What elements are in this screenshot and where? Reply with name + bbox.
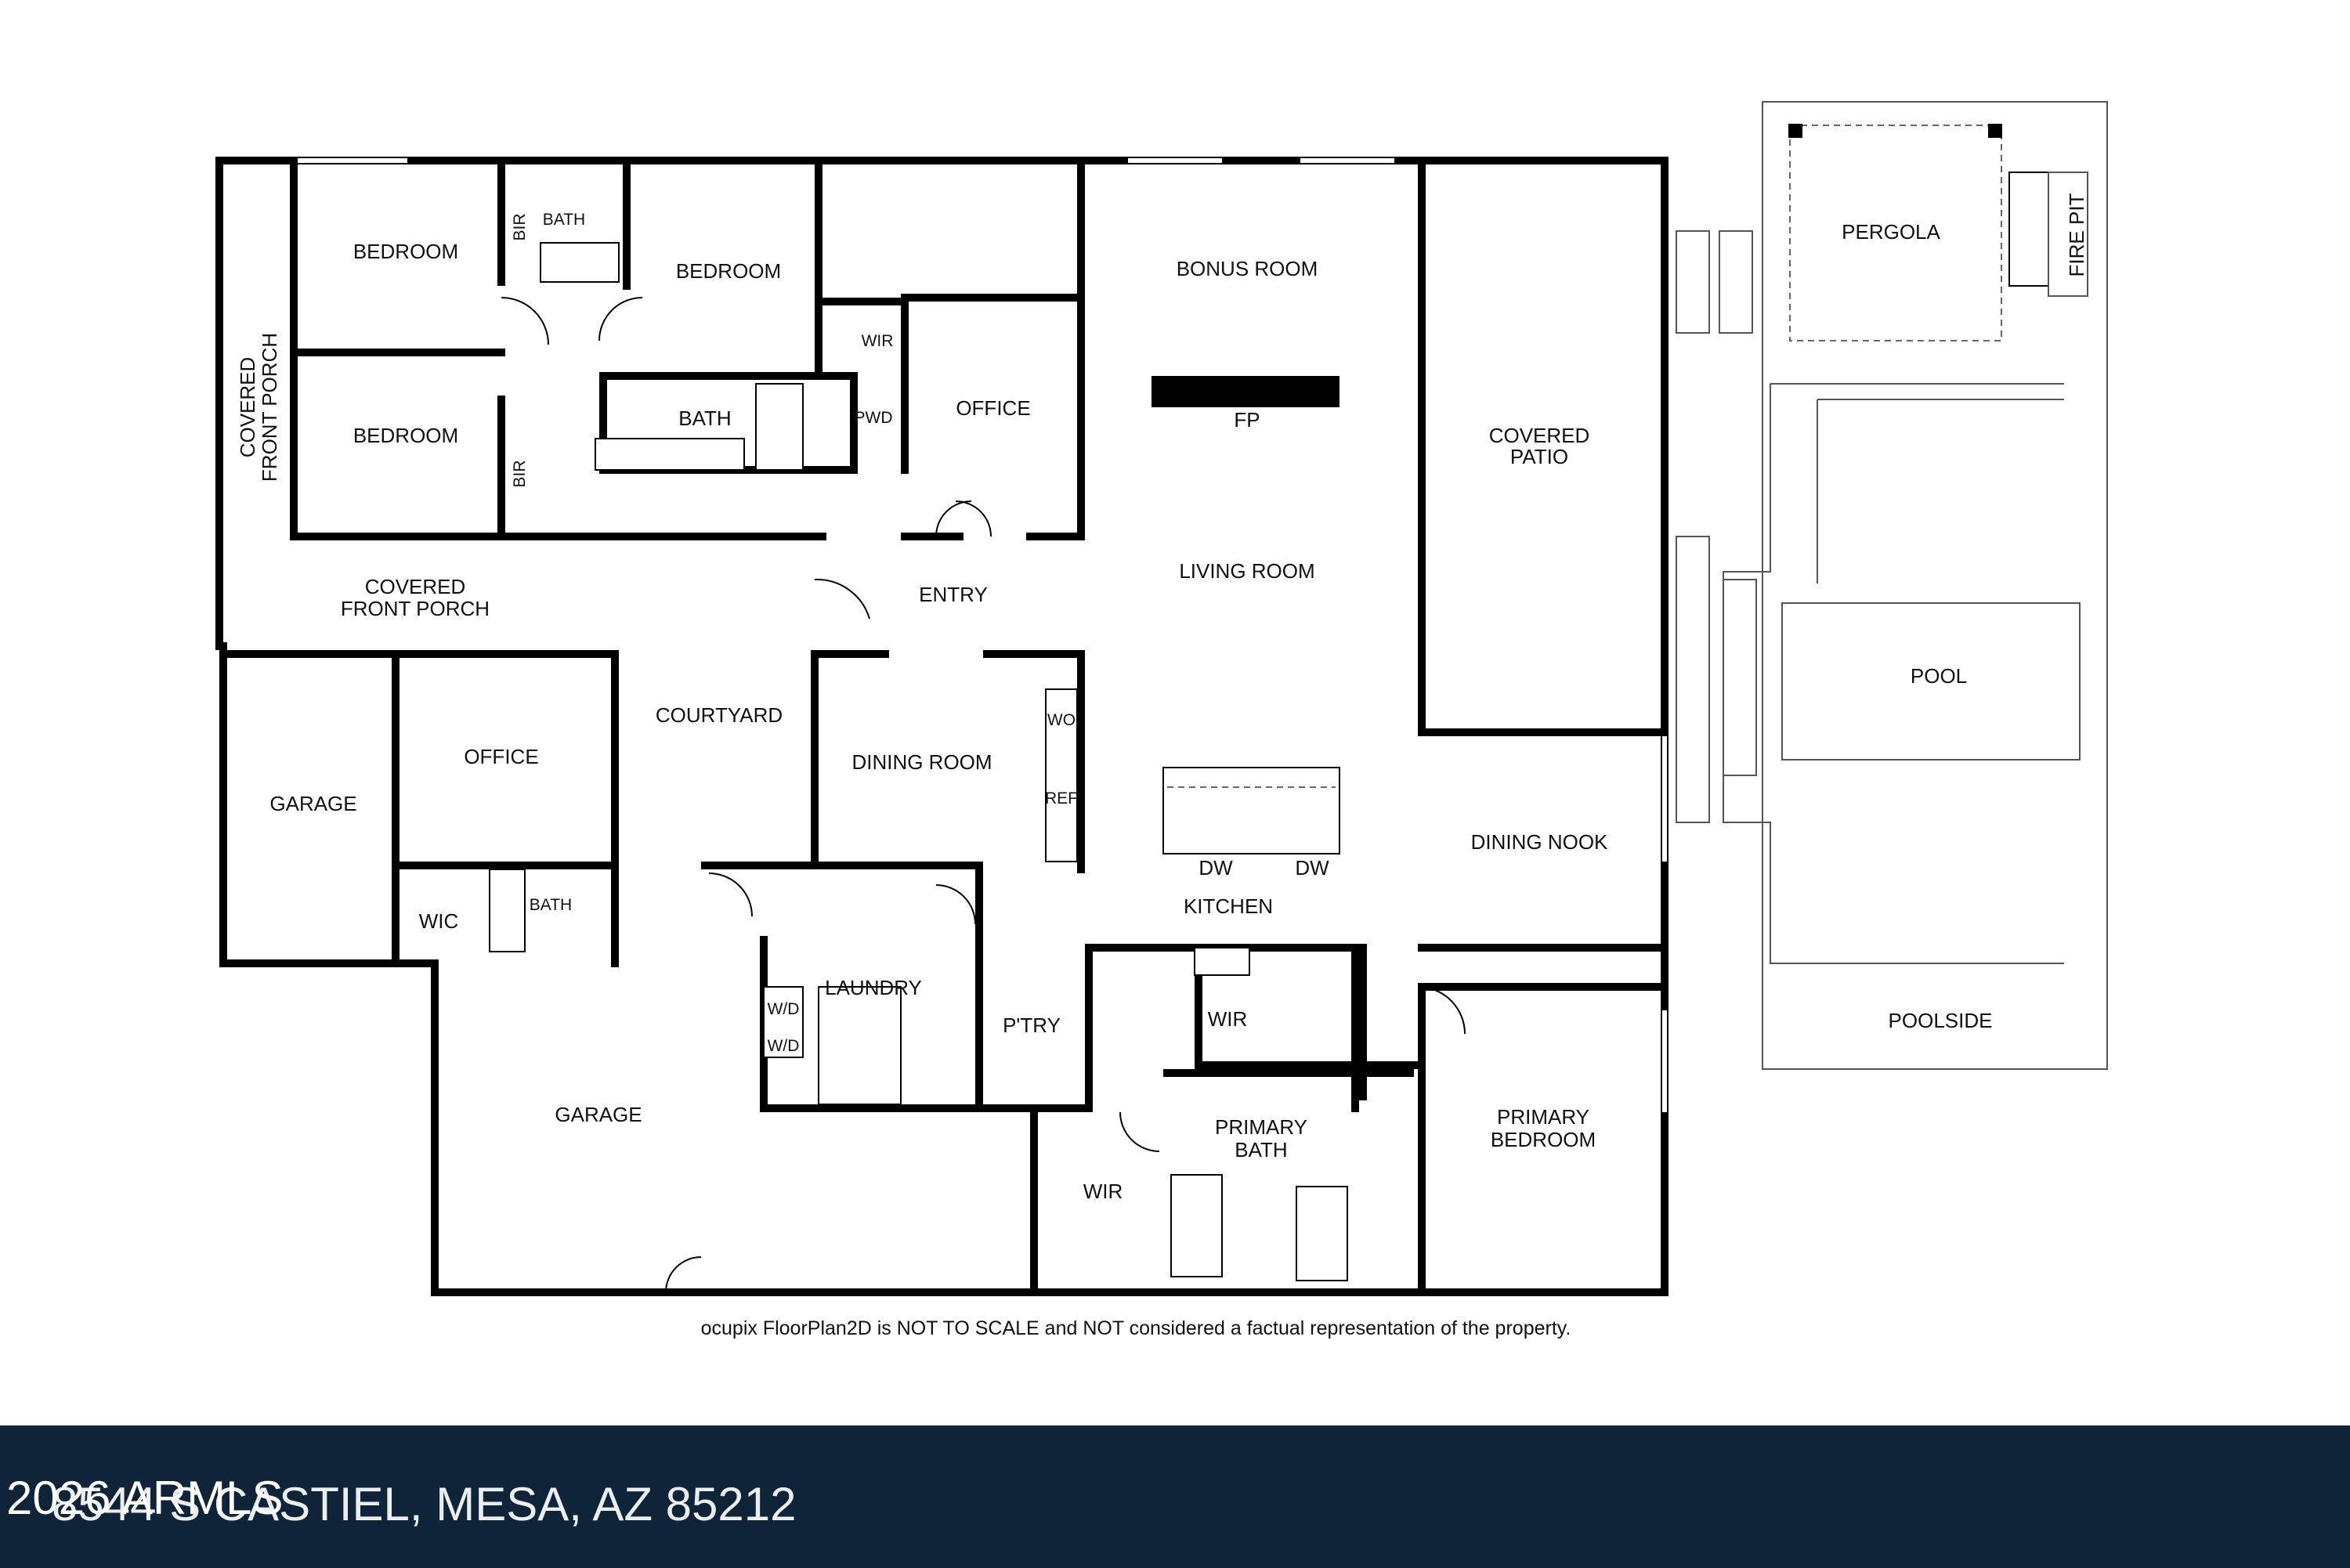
exterior-walls [215, 157, 1668, 1296]
label-office-1: OFFICE [956, 396, 1030, 420]
label-dw-1: DW [1198, 856, 1233, 880]
label-living-room: LIVING ROOM [1179, 559, 1314, 583]
label-front-porch-2: FRONT PORCH [341, 597, 490, 620]
label-covered-patio-1: COVERED [1489, 424, 1590, 447]
doors [501, 297, 1466, 1293]
footer-address: 8544 S CASTIEL, MESA, AZ 85212 [52, 1478, 797, 1530]
label-porch-vertical-1: COVERED [236, 357, 259, 458]
label-porch-vertical-2: FRONT PORCH [258, 333, 281, 482]
label-bir-1: BIR [511, 213, 529, 240]
label-fire-pit: FIRE PIT [2065, 193, 2088, 276]
label-primary-bath-2: BATH [1235, 1138, 1287, 1162]
label-wir-2: WIR [1208, 1007, 1248, 1031]
label-laundry: LAUNDRY [825, 976, 922, 999]
label-dining-room: DINING ROOM [851, 750, 992, 774]
label-bonus-room: BONUS ROOM [1177, 257, 1318, 280]
label-office-2: OFFICE [464, 745, 538, 768]
footer-copyright: 2026 ARMLS [6, 1472, 284, 1524]
label-garage-1: GARAGE [269, 792, 356, 815]
label-pantry: P'TRY [1003, 1013, 1061, 1037]
label-entry: ENTRY [919, 583, 988, 606]
interior-walls [219, 157, 1668, 1296]
label-wo: WO [1047, 711, 1076, 729]
label-bedroom-3: BEDROOM [676, 259, 781, 283]
label-bath-3: BATH [530, 896, 572, 914]
label-covered-patio-2: PATIO [1510, 445, 1568, 468]
disclaimer-text: ocupix FloorPlan2D is NOT TO SCALE and N… [701, 1317, 1571, 1339]
label-bath-2: BATH [678, 406, 731, 430]
label-wic: WIC [419, 909, 459, 933]
label-bedroom-1: BEDROOM [353, 240, 458, 263]
label-pwd: PWD [855, 409, 893, 427]
label-garage-2: GARAGE [555, 1103, 642, 1126]
label-dining-nook: DINING NOOK [1471, 830, 1608, 854]
label-pool: POOL [1911, 664, 1967, 688]
label-dw-2: DW [1295, 856, 1329, 880]
label-wd-1: W/D [768, 1000, 800, 1018]
label-primary-bath-1: PRIMARY [1215, 1115, 1307, 1139]
floor-plan: BEDROOM BEDROOM BEDROOM BIR BIR BATH BAT… [215, 101, 2108, 1339]
label-front-porch-1: COVERED [365, 575, 466, 598]
label-ref: REF [1045, 789, 1078, 807]
fixtures [489, 172, 2049, 1281]
label-primary-bedroom-1: PRIMARY [1497, 1105, 1589, 1129]
label-fp: FP [1234, 408, 1260, 432]
outdoor-area [1676, 101, 2108, 1070]
label-wir-1: WIR [862, 332, 894, 350]
label-poolside: POOLSIDE [1889, 1009, 1993, 1032]
label-wir-3: WIR [1083, 1180, 1123, 1203]
label-bath-1: BATH [543, 211, 585, 229]
label-pergola: PERGOLA [1842, 220, 1940, 244]
label-wd-2: W/D [768, 1037, 800, 1055]
label-courtyard: COURTYARD [656, 703, 783, 727]
label-bedroom-2: BEDROOM [353, 424, 458, 447]
label-bir-2: BIR [511, 460, 529, 487]
label-kitchen: KITCHEN [1184, 894, 1273, 918]
label-primary-bedroom-2: BEDROOM [1491, 1128, 1596, 1151]
footer-bar: 2026 ARMLS 8544 S CASTIEL, MESA, AZ 8521… [0, 1425, 2350, 1568]
